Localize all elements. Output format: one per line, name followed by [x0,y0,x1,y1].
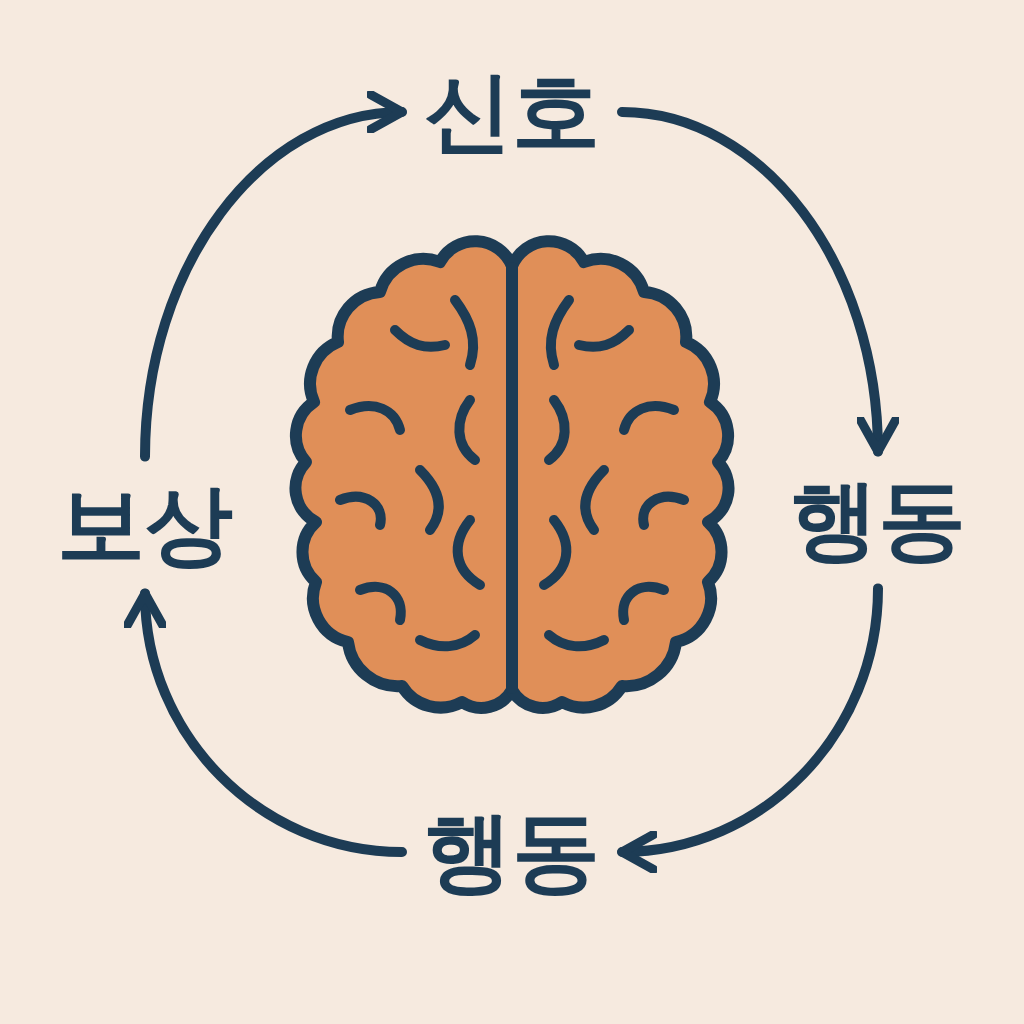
cycle-step: 행동 [416,798,608,907]
cycle-arrow [622,588,878,852]
cycle-arrow [622,112,878,452]
cycle-arrow [145,593,402,852]
cycle-step: 신호 [416,58,608,167]
step-label: 행동 [790,472,966,569]
step-label: 행동 [424,804,600,901]
cycle-arrow [145,112,402,457]
step-label: 보상 [57,477,233,574]
cycle-step: 보상 [49,471,241,580]
cycle-step: 행동 [782,466,974,575]
step-label: 신호 [424,64,600,161]
